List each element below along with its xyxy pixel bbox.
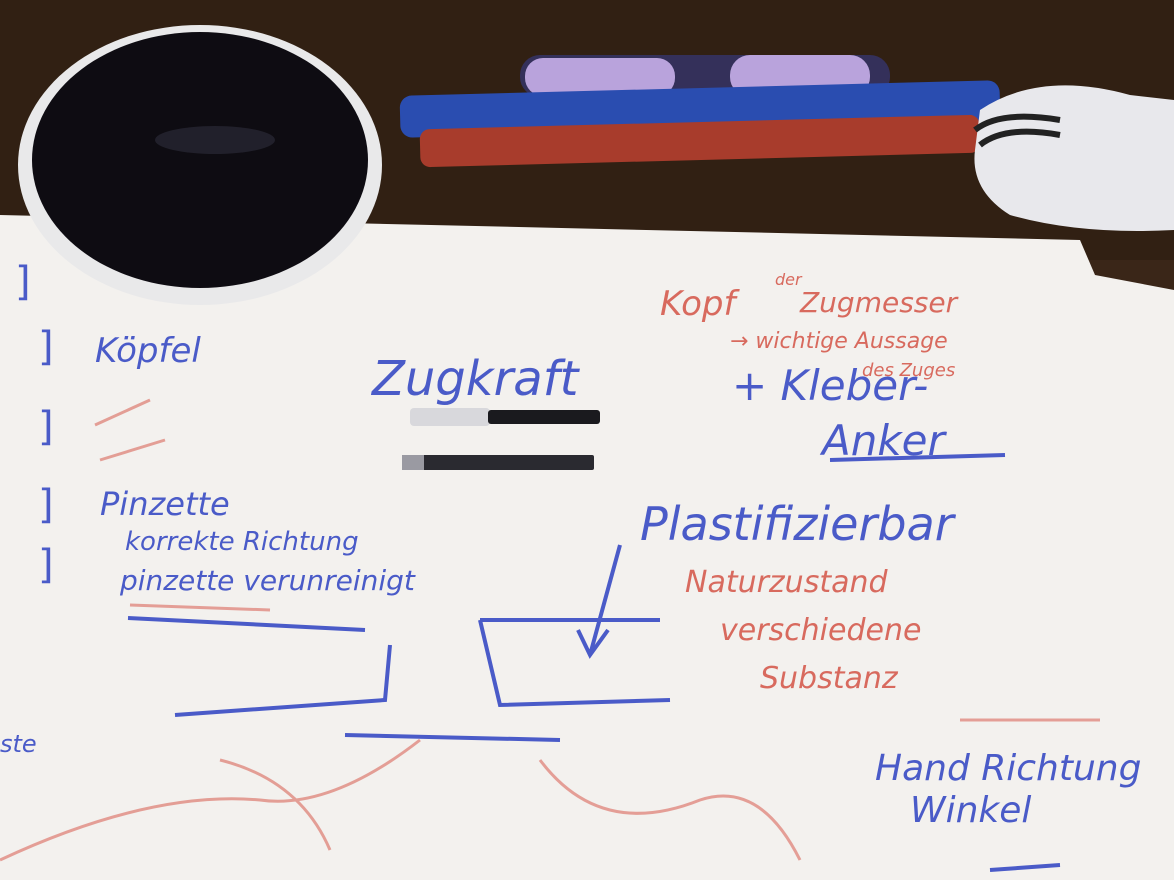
note-pinzette: Pinzette xyxy=(100,485,230,523)
note-superscript-der: der xyxy=(775,270,803,289)
note-substanz: Substanz xyxy=(760,661,899,696)
white-device xyxy=(973,85,1174,231)
note-wichtige-aussage: → wichtige Aussage xyxy=(730,329,948,354)
note-plastifizierbar: Plastifizierbar xyxy=(640,497,957,551)
note-kleber: + Kleber- xyxy=(732,361,928,410)
note-kopf: Kopf xyxy=(660,284,740,324)
pens xyxy=(399,55,1001,168)
diagram-lines xyxy=(127,453,1006,742)
strip-end xyxy=(402,455,424,470)
bottom-right-stroke xyxy=(989,863,1061,872)
note-left-edge: ste xyxy=(0,730,37,758)
small-tool xyxy=(410,408,600,426)
paper-sheet xyxy=(0,215,1174,880)
note-anker: Anker xyxy=(819,416,948,465)
note-pinzette-verunreinigt: pinzette verunreinigt xyxy=(119,564,416,597)
note-kopfel: Köpfel xyxy=(95,331,201,371)
note-korrekte-richtung: korrekte Richtung xyxy=(125,527,359,557)
left-margin: ] ] ] ] ] xyxy=(15,259,54,588)
margin-bracket-5: ] xyxy=(38,542,54,588)
adhesive-strip xyxy=(402,455,594,470)
red-sketch-lines xyxy=(0,398,1100,862)
note-des-zuges: des Zuges xyxy=(862,360,955,381)
margin-bracket-4: ] xyxy=(38,482,54,528)
note-winkel: Winkel xyxy=(910,790,1031,831)
note-naturzustand: Naturzustand xyxy=(685,565,888,600)
note-zugmesser: Zugmesser xyxy=(799,286,959,319)
margin-bracket-3: ] xyxy=(38,404,54,450)
round-container xyxy=(18,25,382,305)
margin-bracket-2: ] xyxy=(38,324,54,370)
note-hand-richtung: Hand Richtung xyxy=(875,748,1141,789)
note-verschiedene: verschiedene xyxy=(720,613,921,648)
note-zugkraft: Zugkraft xyxy=(370,351,581,407)
margin-bracket-1: ] xyxy=(15,259,31,305)
